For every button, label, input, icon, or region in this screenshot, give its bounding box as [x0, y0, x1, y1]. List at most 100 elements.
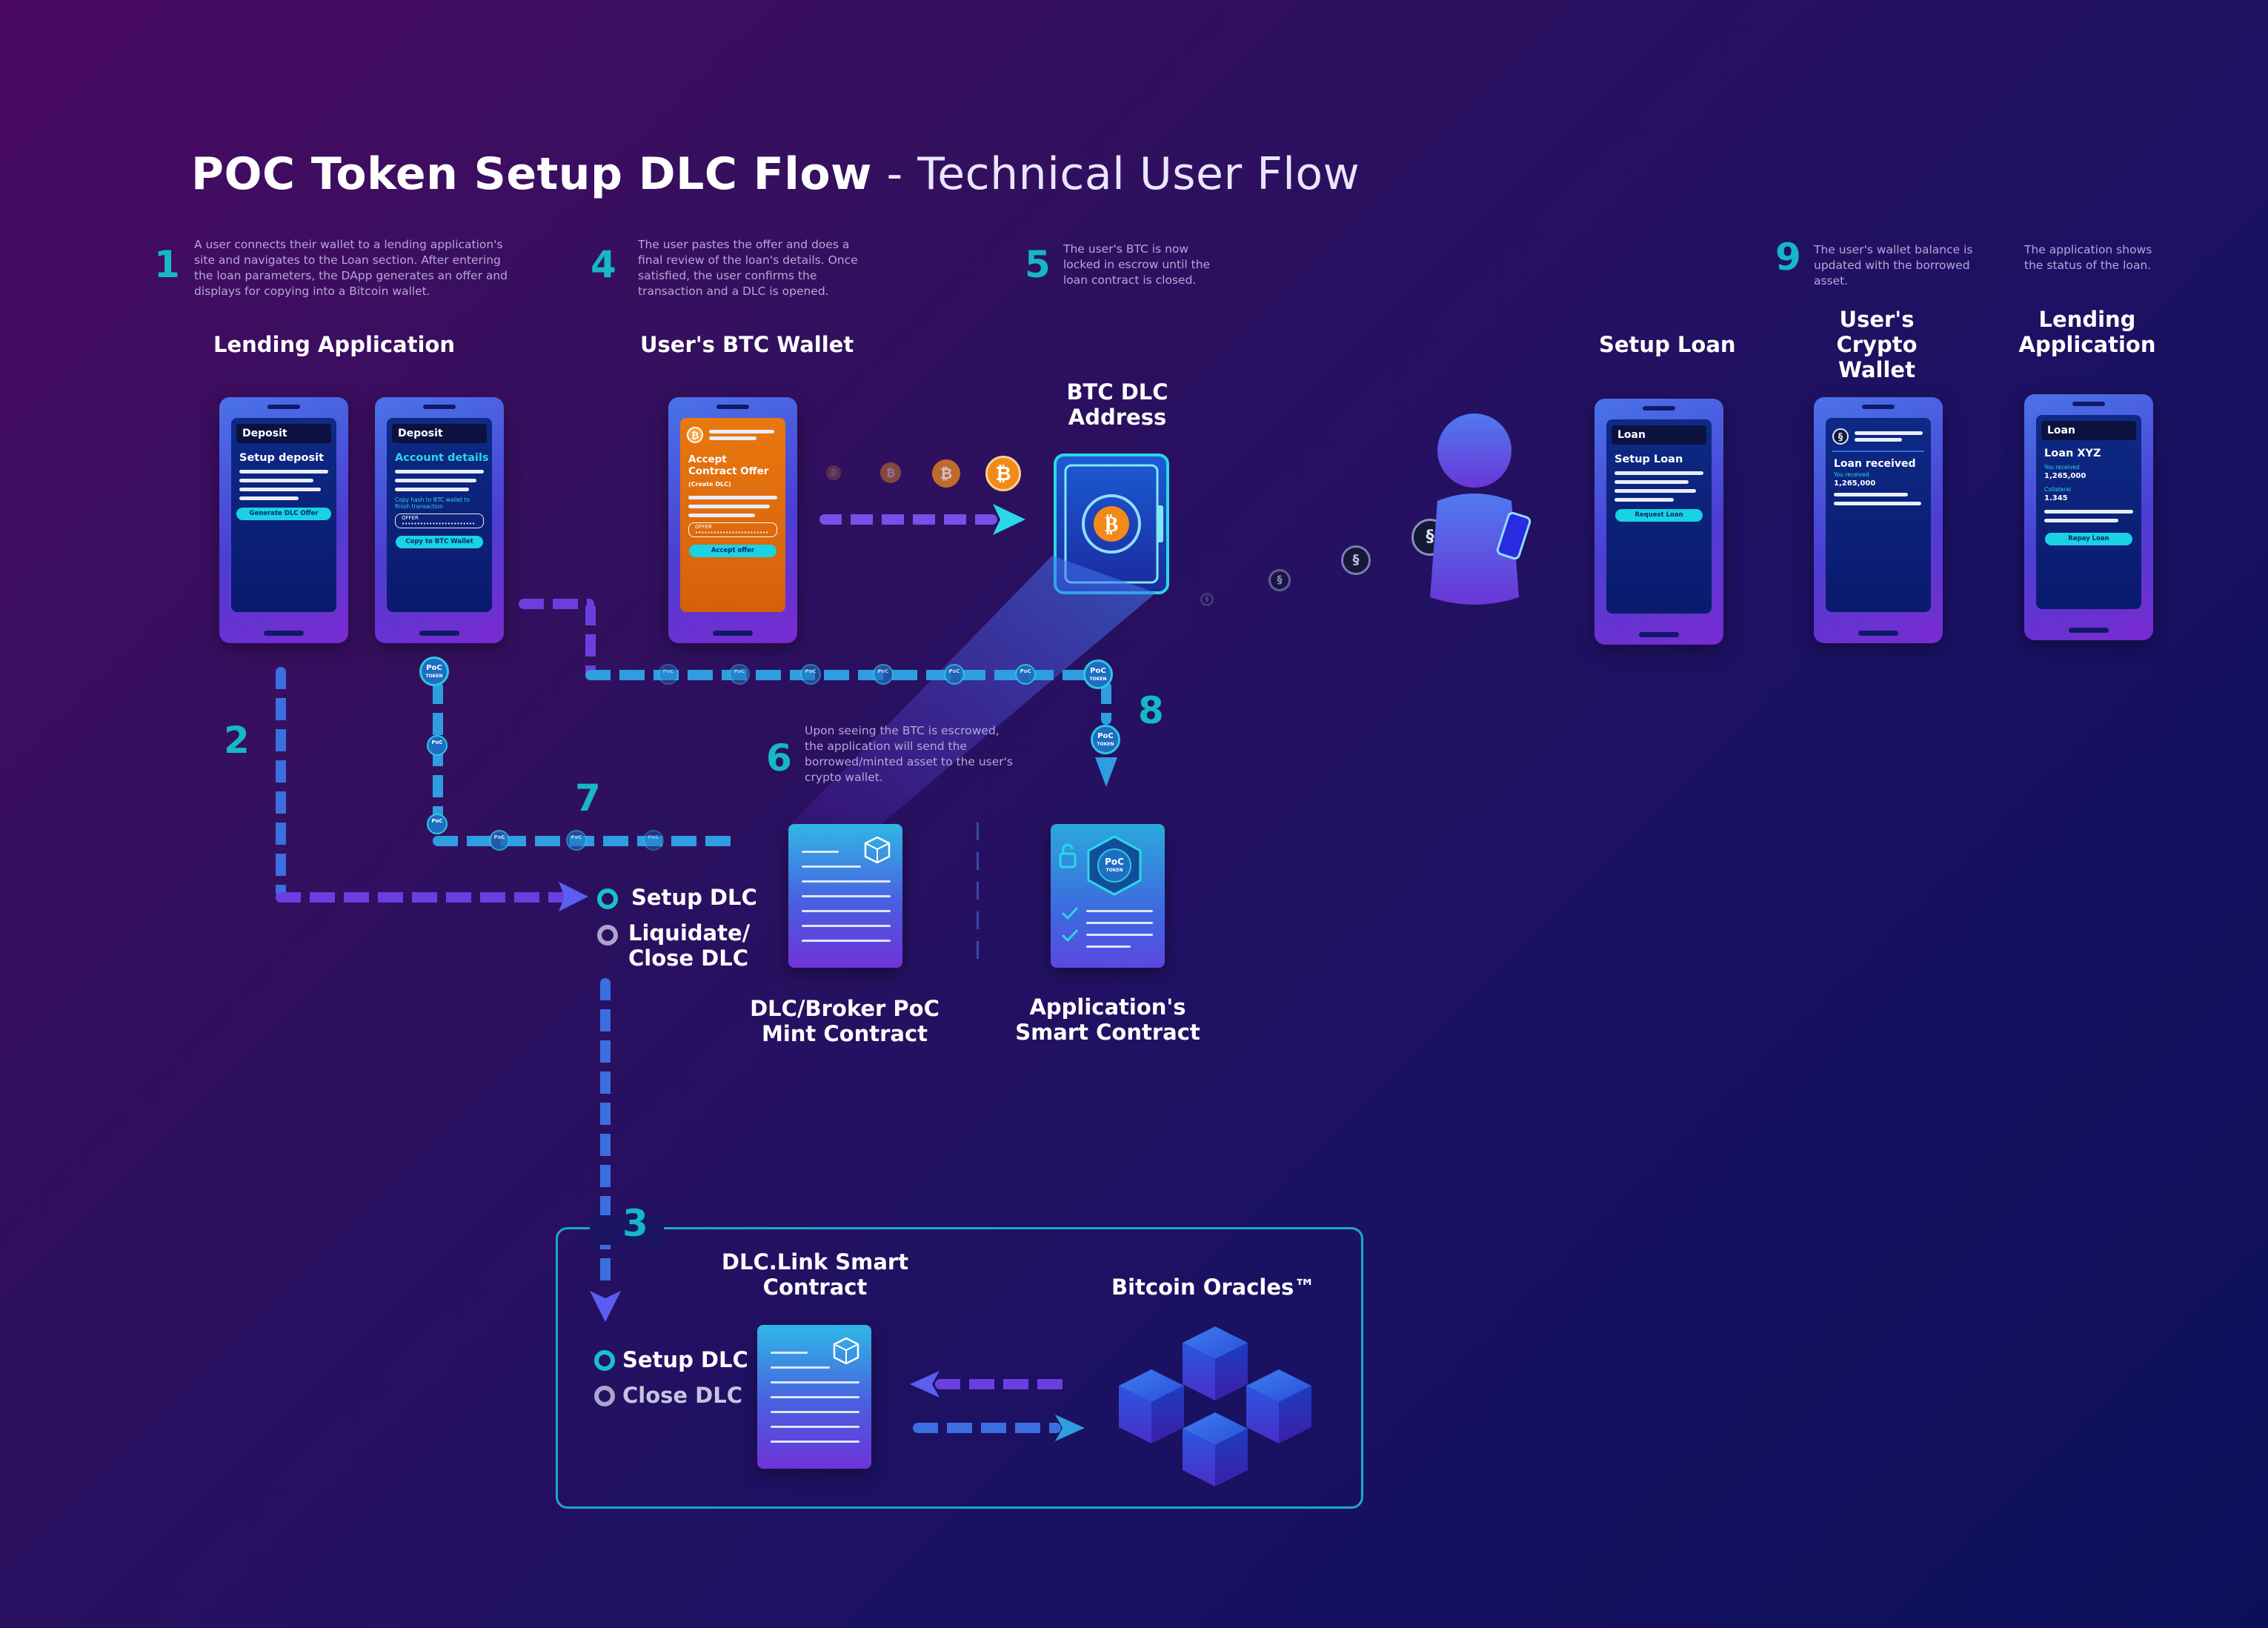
label-lending-application: Lending Application [213, 332, 455, 357]
checkmarks-icon [1061, 906, 1079, 943]
cube-emblem-icon [864, 836, 891, 864]
received-amount: 1,265,000 [1834, 479, 1876, 488]
arrow-right-icon [993, 504, 1025, 535]
token-label: PoC [805, 668, 817, 674]
copy-hash-note: Copy hash to BTC wallet to finish transa… [395, 496, 470, 510]
arrow-left-icon [910, 1371, 940, 1398]
received-amount: 1,265,000 [2044, 472, 2086, 480]
divider [977, 823, 979, 963]
poc-token-icon: PoC [643, 830, 664, 851]
contract-to-oracle-connector [913, 1423, 1061, 1433]
screen-title: Setup Loan [1614, 453, 1683, 465]
bitcoin-coin-icon: ₿ [826, 465, 841, 480]
title-light: - Technical User Flow [871, 148, 1360, 200]
phone-loan-status: Loan Loan XYZ You received 1,265,000 Col… [2024, 394, 2153, 640]
phone-setup-loan: Loan Setup Loan Request Loan [1594, 399, 1723, 645]
request-loan-button[interactable]: Request Loan [1615, 509, 1703, 522]
token-label: PoC [648, 834, 659, 840]
token-label: PoC [877, 668, 889, 674]
title-bold: POC Token Setup DLC Flow [191, 148, 872, 200]
phone-screen: Deposit Setup deposit Generate DLC Offer [231, 418, 336, 612]
close-dlc-radio-box[interactable] [594, 1386, 615, 1406]
offer-field-label: OFFER [402, 515, 419, 521]
token-label: PoC [662, 668, 674, 674]
poc-token-icon: PoC [658, 664, 679, 685]
offer-field-label: OFFER [695, 524, 712, 530]
cube-emblem-icon [833, 1337, 859, 1365]
page-title: POC Token Setup DLC Flow - Technical Use… [191, 148, 1360, 200]
label-dlclink-contract: DLC.Link Smart Contract [721, 1249, 909, 1300]
step-5-description: The user's BTC is now locked in escrow u… [1063, 242, 1211, 287]
token-sublabel: TOKEN [1097, 742, 1114, 747]
token-sublabel: TOKEN [1105, 868, 1123, 873]
offer-field-value: •••••••••••••••••••••••• [695, 530, 769, 536]
screen-header: Deposit [392, 424, 487, 443]
phone-btc-wallet: ₿ Accept Contract Offer (Create DLC) OFF… [668, 397, 797, 643]
poc-token-icon: PoC [1015, 664, 1036, 685]
token-sublabel: TOKEN [425, 674, 443, 679]
setup-dlc-radio[interactable] [597, 888, 618, 909]
app-status-description: The application shows the status of the … [2024, 243, 2152, 272]
connector-wallet-link-vertical [585, 603, 596, 677]
bitcoin-coin-icon: ₿ [985, 456, 1021, 491]
bitcoin-coin-icon: ₿ [880, 462, 901, 483]
oracle-to-contract-connector [935, 1379, 1068, 1389]
connector-wallet-link [519, 599, 594, 609]
liquidate-close-dlc-radio[interactable] [597, 925, 618, 946]
phone-deposit-account: Deposit Account details Copy hash to BTC… [375, 397, 504, 643]
screen-header: Deposit [236, 424, 331, 443]
arrow-down-icon [590, 1291, 621, 1322]
screen-title: Setup deposit [239, 452, 325, 464]
token-label: PoC [571, 834, 582, 840]
accept-contract-title: Accept Contract Offer (Create DLC) [688, 453, 777, 491]
poc-token-icon: PoC [489, 830, 510, 851]
step-number-8: 8 [1138, 689, 1164, 732]
btc-flow-arrow [819, 514, 997, 525]
label-users-crypto-wallet: User's Crypto Wallet [1836, 307, 1918, 382]
phone-screen: ₿ Accept Contract Offer (Create DLC) OFF… [680, 418, 785, 612]
arrow-right-icon [559, 882, 588, 911]
bitcoin-icon: ₿ [687, 427, 703, 443]
step-number-9: 9 [1775, 236, 1801, 279]
offer-field[interactable]: OFFER•••••••••••••••••••••••• [688, 522, 777, 537]
phone-screen: Deposit Account details Copy hash to BTC… [387, 418, 492, 612]
token-label: PoC [493, 834, 505, 840]
token-label: PoC [1090, 667, 1106, 675]
bitcoin-coin-icon: ₿ [932, 459, 960, 488]
dlclink-oracle-panel [556, 1227, 1363, 1509]
arrow-right-icon [1055, 1415, 1085, 1441]
repay-loan-button[interactable]: Repay Loan [2045, 533, 2132, 545]
link-coin-icon: § [1268, 569, 1291, 591]
poc-token-icon: PoC TOKEN [1083, 659, 1113, 689]
screen-header: Loan [2041, 421, 2136, 440]
copy-to-btc-wallet-button[interactable]: Copy to BTC Wallet [396, 536, 483, 548]
token-label: PoC [431, 740, 443, 745]
label-lending-application-2: Lending Application [2018, 307, 2156, 357]
token-label: PoC [426, 664, 442, 672]
step-9-description: The user's wallet balance is updated wit… [1814, 243, 1973, 288]
token-sublabel: TOKEN [1089, 677, 1107, 682]
token-label: PoC [1020, 668, 1031, 674]
accept-offer-button[interactable]: Accept offer [689, 545, 776, 557]
offer-field[interactable]: OFFER•••••••••••••••••••••••• [395, 514, 484, 528]
offer-field-value: •••••••••••••••••••••••• [402, 521, 476, 527]
token-label: PoC [948, 668, 960, 674]
setup-dlc-radio-box[interactable] [594, 1350, 615, 1371]
generate-dlc-offer-button[interactable]: Generate DLC Offer [236, 508, 331, 520]
setup-dlc-box-label: Setup DLC [622, 1347, 748, 1372]
setup-dlc-option-label: Setup DLC [631, 885, 757, 910]
phone-crypto-wallet: § Loan received You received 1,265,000 [1814, 397, 1943, 643]
link-coin-icon: § [1341, 545, 1371, 575]
token-label: PoC [431, 818, 443, 824]
connector-step-2-horizontal [276, 892, 579, 903]
step-1-description: A user connects their wallet to a lendin… [194, 238, 508, 298]
you-received-label: You received [2044, 464, 2080, 471]
label-mint-contract: DLC/Broker PoC Mint Contract [750, 996, 940, 1046]
poc-token-hexagon-icon [1087, 835, 1142, 896]
collateral-label: Collateral [2044, 486, 2071, 493]
step-number-5: 5 [1025, 243, 1051, 286]
connector-step-2-vertical [276, 667, 286, 897]
mint-contract-document-icon [788, 824, 902, 968]
